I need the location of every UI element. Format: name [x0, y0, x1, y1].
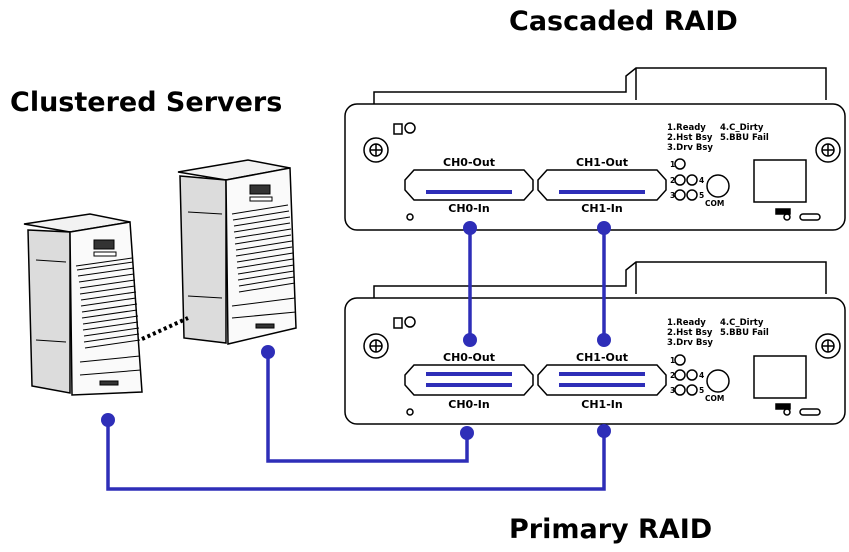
cascaded-legend-drv-bsy: 3.Drv Bsy: [667, 143, 713, 153]
primary-ch0-out-label: CH0-Out: [443, 351, 495, 364]
cascaded-raid-panel: [344, 67, 846, 231]
cascaded-led-num-3: 3: [670, 191, 675, 200]
primary-legend-c-dirty: 4.C_Dirty: [720, 318, 764, 328]
primary-led-num-4: 4: [699, 371, 704, 380]
cascaded-com-label: COM: [705, 199, 724, 208]
cascaded-ch0-connector-bar: [426, 190, 512, 194]
cascaded-led-num-5: 5: [699, 191, 704, 200]
server-back: [177, 159, 297, 345]
cascaded-ch1-connector-bar: [559, 190, 645, 194]
cable-endpoint-primary-ch0-out: [463, 333, 477, 347]
primary-ch1-connector-bar-bottom: [559, 383, 645, 387]
cable-endpoint-cascaded-ch0-in: [463, 221, 477, 235]
primary-led-num-1: 1: [670, 356, 675, 365]
cascaded-raid-title: Cascaded RAID: [509, 6, 738, 37]
cascaded-ch1-out-label: CH1-Out: [576, 156, 628, 169]
cascaded-led-num-2: 2: [670, 176, 675, 185]
primary-led-num-2: 2: [670, 371, 675, 380]
primary-ch1-connector-bar-top: [559, 372, 645, 376]
cascaded-legend-hst-bsy: 2.Hst Bsy: [667, 133, 713, 143]
primary-legend-drv-bsy: 3.Drv Bsy: [667, 338, 713, 348]
cable-server-back-to-primary-ch0: [266, 352, 469, 463]
primary-ch0-connector-bar-bottom: [426, 383, 512, 387]
cable-server-front-to-primary-ch1: [106, 420, 606, 491]
primary-ch0-in-label: CH0-In: [448, 398, 489, 411]
cascaded-legend-bbu-fail: 5.BBU Fail: [720, 133, 769, 143]
cascaded-ch1-in-label: CH1-In: [581, 202, 622, 215]
server-front: [23, 213, 143, 396]
primary-led-num-5: 5: [699, 386, 704, 395]
primary-legend-ready: 1.Ready: [667, 318, 706, 328]
cascaded-led-num-4: 4: [699, 176, 704, 185]
primary-raid-title: Primary RAID: [509, 514, 713, 545]
primary-legend-hst-bsy: 2.Hst Bsy: [667, 328, 713, 338]
cascaded-ch0-out-label: CH0-Out: [443, 156, 495, 169]
cable-endpoint-server-back: [261, 345, 275, 359]
primary-ch1-in-label: CH1-In: [581, 398, 622, 411]
primary-ch1-out-label: CH1-Out: [576, 351, 628, 364]
primary-led-num-3: 3: [670, 386, 675, 395]
primary-ch0-connector-bar-top: [426, 372, 512, 376]
cable-endpoint-primary-ch1-out: [597, 333, 611, 347]
primary-com-label: COM: [705, 394, 724, 403]
cascaded-ch0-in-label: CH0-In: [448, 202, 489, 215]
cascaded-legend-c-dirty: 4.C_Dirty: [720, 123, 764, 133]
cascaded-legend-ready: 1.Ready: [667, 123, 706, 133]
clustered-servers-title: Clustered Servers: [10, 87, 283, 118]
cable-endpoint-cascaded-ch1-in: [597, 221, 611, 235]
cable-endpoint-primary-ch0-in: [460, 426, 474, 440]
cascaded-led-num-1: 1: [670, 160, 675, 169]
cable-endpoint-server-front: [101, 413, 115, 427]
server-interconnect-dots: [141, 316, 189, 341]
cable-endpoint-primary-ch1-in: [597, 424, 611, 438]
primary-legend-bbu-fail: 5.BBU Fail: [720, 328, 769, 338]
